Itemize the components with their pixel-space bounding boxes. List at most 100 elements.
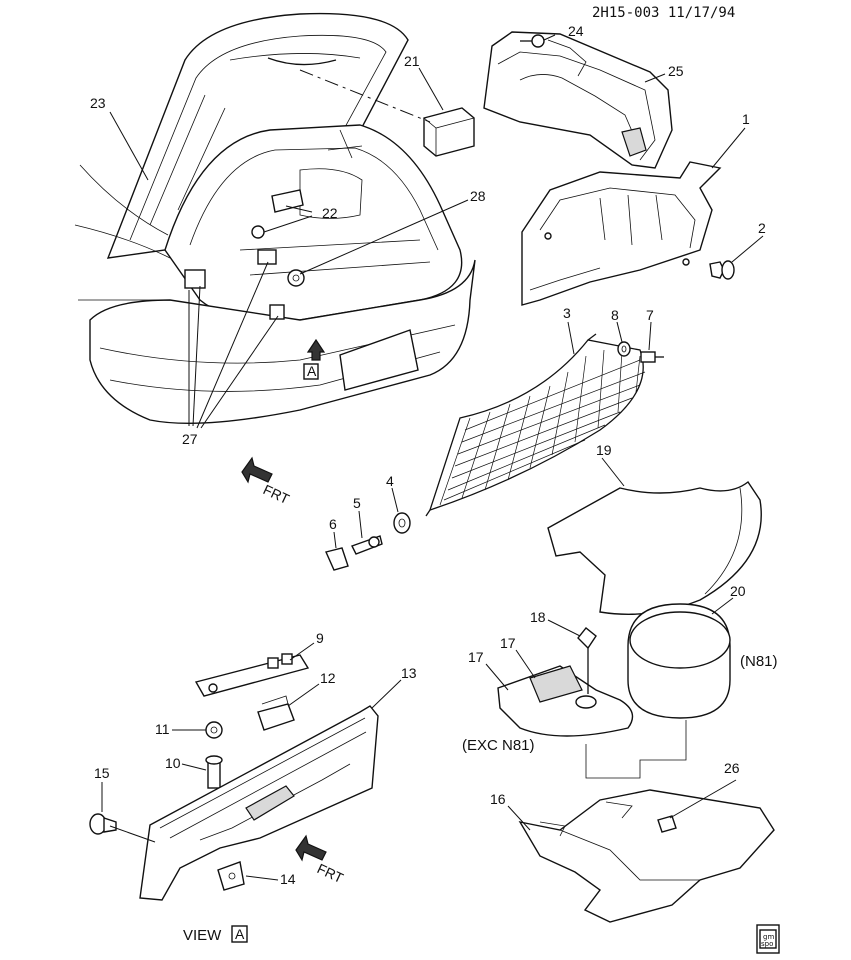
callout-2: 2	[758, 220, 766, 236]
part-5-stud	[351, 535, 383, 555]
callout-10: 10	[165, 755, 181, 771]
callout-8: 8	[611, 307, 619, 323]
callout-14: 14	[280, 871, 296, 887]
car-rear-body	[74, 12, 476, 425]
callout-22: 22	[322, 205, 338, 221]
leader-27d	[200, 315, 279, 429]
callout-28: 28	[470, 188, 486, 204]
leader-9	[289, 642, 315, 661]
gm-spo-logo: gm spo	[756, 924, 780, 954]
part-13-sill-plate	[139, 705, 379, 901]
note-exc-n81: (EXC N81)	[462, 737, 535, 754]
view-a-box-letter: A	[307, 363, 317, 379]
leader-28	[299, 199, 469, 275]
leader-17b	[515, 649, 536, 679]
leader-27b	[192, 285, 201, 427]
part-8-grommet	[617, 341, 631, 357]
callout-5: 5	[353, 495, 361, 511]
frt-arrow-upper: FRT	[241, 456, 293, 507]
logo-gm: gm	[763, 933, 774, 941]
logo-spo: spo	[761, 940, 773, 948]
callout-3: 3	[563, 305, 571, 321]
callout-24: 24	[568, 23, 584, 39]
callout-25: 25	[668, 63, 684, 79]
part-14-clip	[217, 861, 245, 891]
part-17-cover	[497, 665, 634, 737]
frt-label-upper: FRT	[261, 481, 293, 507]
leader-20	[711, 597, 734, 615]
part-2-push-pin	[709, 260, 735, 280]
part-11-star-washer	[205, 721, 223, 739]
leader-27c	[196, 261, 269, 429]
callout-19: 19	[596, 442, 612, 458]
leader-8	[616, 321, 623, 343]
leader-10	[181, 763, 207, 771]
callout-13: 13	[401, 665, 417, 681]
leader-23	[109, 111, 149, 181]
callout-27: 27	[182, 431, 198, 447]
part-18-wing-knob	[577, 627, 597, 694]
callout-labels: 1 2 3 4 5 6 7 8 9 10 11 12 13 14 15 16 1…	[90, 23, 766, 887]
part-19-trunk-mat	[547, 480, 762, 615]
part-1-side-trim	[521, 161, 722, 306]
leader-4	[391, 487, 399, 513]
part-15-push-rivet	[89, 813, 117, 835]
leader-1	[711, 127, 746, 169]
callout-17a: 17	[468, 649, 484, 665]
leader-21	[418, 67, 444, 111]
leader-25	[644, 73, 666, 83]
callout-17b: 17	[500, 635, 516, 651]
note-n81: (N81)	[740, 653, 778, 670]
view-label: VIEW	[183, 927, 222, 944]
part-6-clip	[325, 547, 349, 571]
callout-6: 6	[329, 516, 337, 532]
drawing-id: 2H15-003 11/17/94	[592, 5, 735, 21]
leader-24	[543, 34, 556, 41]
leader-18	[547, 619, 581, 637]
part-26-clip	[657, 815, 677, 833]
callout-26: 26	[724, 760, 740, 776]
callout-11: 11	[155, 721, 170, 737]
part-21-pad	[423, 107, 475, 157]
view-letter-box	[231, 925, 248, 943]
leader-2	[731, 235, 764, 263]
callout-15: 15	[94, 765, 110, 781]
leader-7	[648, 321, 652, 351]
callout-1: 1	[742, 111, 750, 127]
leader-13	[371, 679, 402, 709]
callout-4: 4	[386, 473, 394, 489]
frt-arrow-lower: FRT	[295, 834, 347, 886]
callout-9: 9	[316, 630, 324, 646]
callout-21: 21	[404, 53, 420, 69]
leader-16	[507, 805, 531, 831]
part-9-bracket	[194, 653, 310, 697]
callout-20: 20	[730, 583, 746, 599]
leader-17a	[485, 663, 509, 691]
leader-22a	[285, 205, 313, 213]
part-10-pin	[205, 755, 223, 789]
leader-26	[669, 779, 737, 819]
leader-14	[245, 875, 279, 881]
view-letter: A	[235, 926, 245, 942]
callout-7: 7	[646, 307, 654, 323]
callout-12: 12	[320, 670, 336, 686]
leader-21-dashed	[299, 69, 431, 123]
part-7-bolt	[640, 351, 664, 363]
part-20-spare-tire	[627, 603, 731, 719]
part-3-cargo-net	[425, 333, 646, 517]
leader-12	[287, 683, 320, 707]
callout-18: 18	[530, 609, 546, 625]
callout-16: 16	[490, 791, 506, 807]
leader-22b	[263, 215, 313, 233]
part-16-floor-liner	[518, 789, 775, 923]
connector-lines	[585, 720, 687, 779]
callout-23: 23	[90, 95, 106, 111]
part-25-trim-panel	[483, 31, 673, 169]
leader-3	[567, 321, 575, 355]
part-12-block	[257, 695, 295, 731]
leader-6	[333, 531, 337, 549]
part-4-anchor	[393, 512, 411, 534]
frt-label-lower: FRT	[315, 860, 347, 886]
part-24-screw	[520, 34, 545, 48]
